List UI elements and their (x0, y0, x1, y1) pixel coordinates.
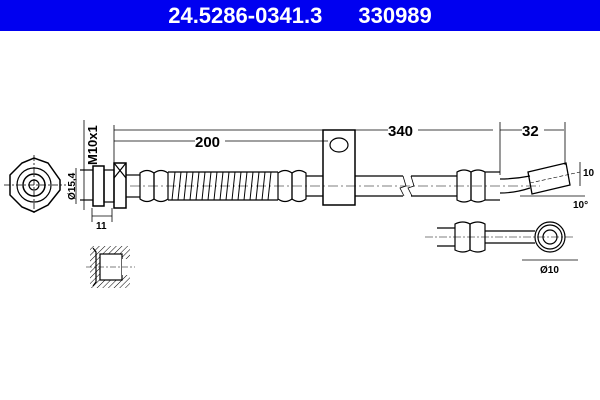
length-200-label: 200 (195, 134, 220, 151)
end-angle-label: 10° (573, 200, 588, 211)
eye-diameter-label: Ø10 (540, 265, 559, 276)
length-32-label: 32 (522, 123, 539, 140)
part-number: 24.5286-0341.3 (168, 3, 323, 28)
end-height-label: 10 (583, 168, 595, 179)
thread-label: M10x1 (85, 125, 100, 165)
title-bar: 24.5286-0341.3 330989 (0, 0, 600, 31)
fitting-nut (80, 162, 127, 209)
end-view-fitting (4, 155, 66, 215)
hose-middle-section (355, 169, 531, 203)
fitting-width-label: 11 (96, 221, 107, 232)
length-340-label: 340 (388, 123, 413, 140)
mounting-bracket (322, 129, 356, 206)
fitting-diameter-label: Ø15,4 (67, 172, 78, 200)
eye-fitting-detail (425, 221, 578, 261)
ref-number: 330989 (358, 3, 432, 28)
angled-end-fitting (520, 162, 585, 197)
port-section-view (86, 246, 135, 288)
